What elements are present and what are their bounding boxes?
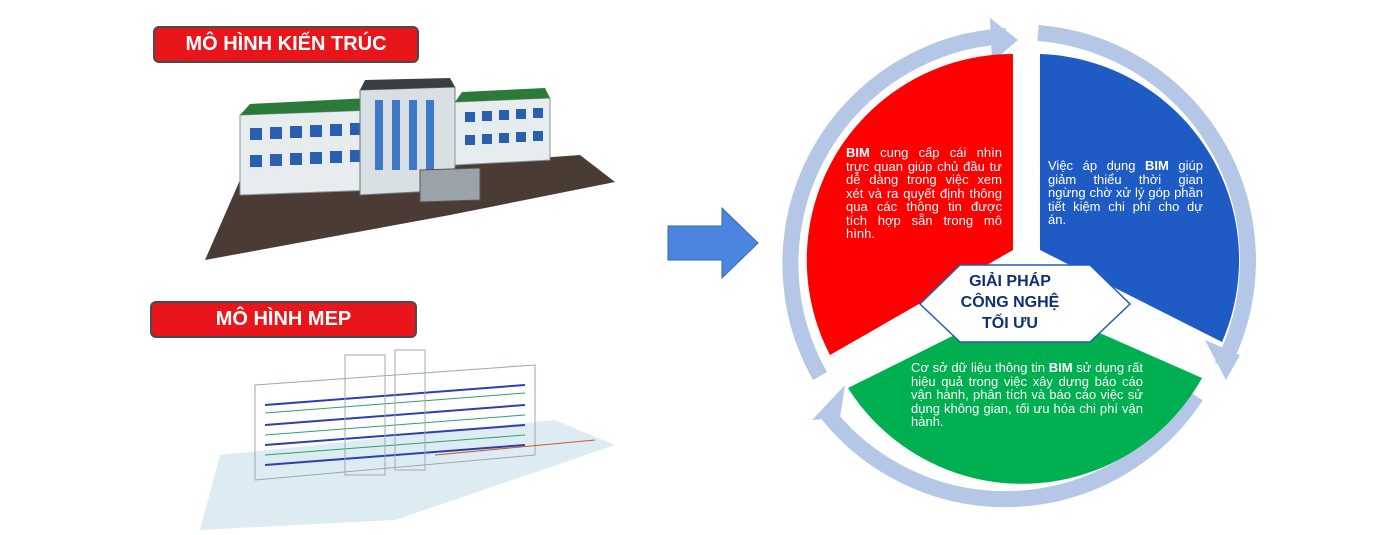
red-segment-text: BIM cung cấp cái nhìn trực quan giúp chủ… [846, 146, 1002, 241]
mep-model-image [200, 349, 615, 530]
center-title-line-2: CÔNG NGHỆ [960, 294, 1060, 311]
right-arrow-icon [667, 206, 759, 280]
green-segment [848, 300, 1202, 484]
bim-keyword: BIM [846, 145, 870, 160]
cycle-ring [782, 18, 1256, 508]
mep-model-label: MÔ HÌNH MEP [150, 301, 417, 338]
blue-segment-body: giúp giảm thiểu thời gian ngừng chờ xử l… [1048, 158, 1203, 227]
blue-segment-text: Việc áp dụng BIM giúp giảm thiểu thời gi… [1048, 159, 1203, 227]
architecture-model-image [205, 78, 615, 260]
blue-segment-prefix: Việc áp dụng [1048, 158, 1146, 173]
bim-keyword: BIM [1048, 360, 1073, 375]
green-segment-prefix: Cơ sở dữ liệu thông tin [911, 360, 1049, 375]
red-segment-body: cung cấp cái nhìn trực quan giúp chủ đầu… [846, 145, 1002, 241]
red-segment [806, 53, 1013, 356]
center-title-line-3: TỐI ƯU [982, 315, 1038, 332]
architecture-model-label: MÔ HÌNH KIẾN TRÚC [153, 26, 419, 63]
center-hexagon [918, 264, 1132, 343]
green-segment-body: sử dụng rất hiệu quả trong việc xây dựng… [911, 360, 1143, 429]
center-title: GIẢI PHÁP CÔNG NGHỆ TỐI ƯU [935, 271, 1085, 334]
green-segment-text: Cơ sở dữ liệu thông tin BIM sử dụng rất … [911, 361, 1143, 429]
center-title-line-1: GIẢI PHÁP [969, 273, 1051, 290]
bim-keyword: BIM [1145, 158, 1169, 173]
